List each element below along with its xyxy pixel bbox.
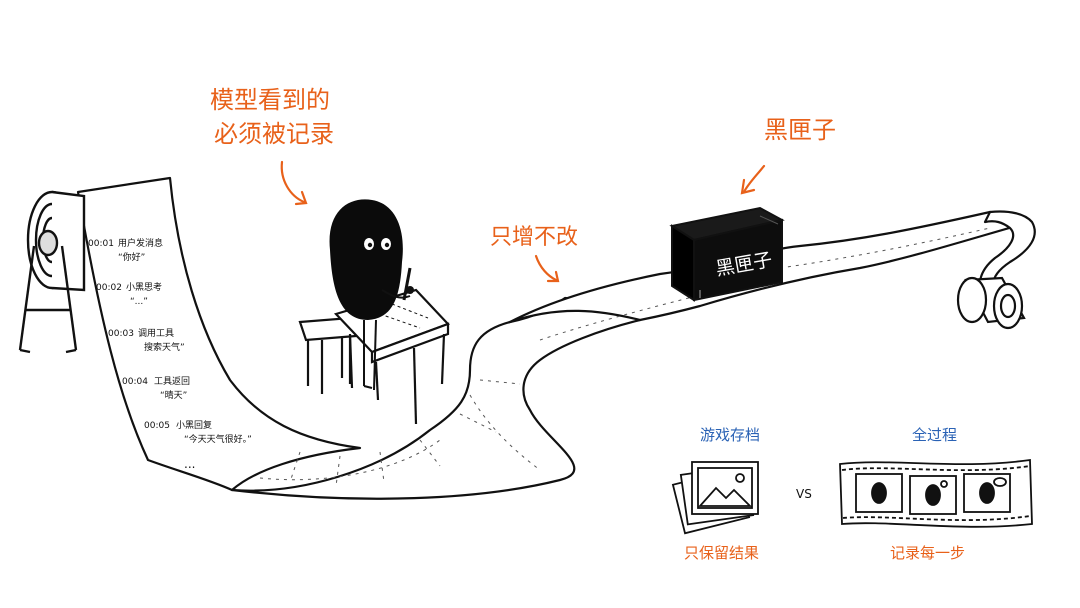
log-entry-title: 调用工具 (138, 328, 174, 339)
annotation-append-only: 只增不改 (490, 225, 578, 250)
log-entry-time: 00:04 (122, 377, 148, 387)
log-entry-title: 小黑思考 (126, 282, 162, 293)
results-only-caption: 只保留结果 (684, 544, 759, 562)
log-entry-time: 00:05 (144, 421, 170, 431)
annotation-black-box: 黑匣子 (764, 116, 836, 144)
log-entry: 00:01 用户发消息 “你好” (88, 237, 163, 263)
log-entry-detail: “你好” (118, 251, 145, 263)
log-entry-time: 00:02 (96, 283, 122, 293)
log-entries: 00:01 用户发消息 “你好” 00:02 小黑思考 “...” 00:03 … (88, 237, 252, 471)
log-entry-time: 00:01 (88, 239, 114, 249)
every-step-caption: 记录每一步 (890, 544, 965, 562)
film-strip-icon (839, 458, 1033, 528)
chair (298, 316, 358, 394)
annotation-arrows (280, 160, 766, 283)
vs-label: VS (796, 487, 812, 501)
log-entry-title: 工具返回 (154, 375, 190, 387)
log-entry-detail: “...” (130, 297, 148, 307)
xiaohei-writing (329, 199, 414, 391)
log-entry-detail: “晴天” (160, 389, 187, 401)
log-entry: 00:04 工具返回 “晴天” (122, 375, 190, 401)
log-ellipsis: ... (184, 457, 195, 471)
log-entry-detail: “今天天气很好。” (184, 433, 252, 445)
log-entry-title: 用户发消息 (118, 237, 163, 249)
right-roll (956, 276, 1026, 330)
strip-ticks (259, 227, 991, 487)
annotation-model-line2: 必须被记录 (214, 120, 334, 148)
black-box (669, 206, 785, 302)
save-game-title: 游戏存档 (700, 426, 760, 444)
log-entry: 00:02 小黑思考 “...” (96, 282, 162, 307)
log-entry-time: 00:03 (108, 329, 134, 339)
log-entry-detail: 搜索天气” (144, 341, 185, 353)
log-entry: 00:03 调用工具 搜索天气” (108, 328, 185, 353)
photo-stack-icon (671, 461, 759, 535)
annotation-model-line1: 模型看到的 (210, 86, 330, 114)
comparison-panel: 游戏存档 只保留结果 VS 全过程 记录每一步 (671, 426, 1033, 562)
scroll-roll (18, 190, 86, 354)
log-entry-title: 小黑回复 (176, 419, 212, 431)
full-process-title: 全过程 (912, 426, 957, 444)
log-entry: 00:05 小黑回复 “今天天气很好。” (144, 419, 252, 445)
